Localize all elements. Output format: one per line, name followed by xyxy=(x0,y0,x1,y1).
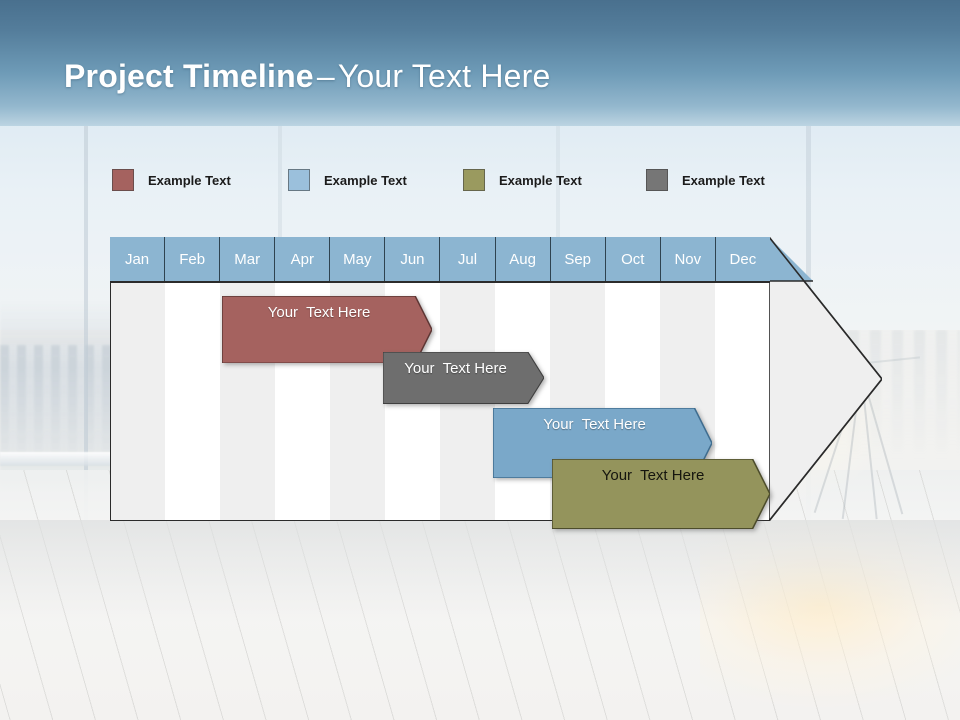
month-header-jul[interactable]: Jul xyxy=(440,237,496,281)
grid-column-mar xyxy=(220,237,275,521)
month-header-mar[interactable]: Mar xyxy=(220,237,276,281)
month-header-jun[interactable]: Jun xyxy=(385,237,441,281)
month-header-underline xyxy=(110,281,770,283)
legend-swatch-icon-1 xyxy=(112,169,134,191)
timeline-bar-3-label: Your Text Here xyxy=(543,415,646,433)
legend-swatch-icon-2 xyxy=(288,169,310,191)
grid-column-jan xyxy=(110,237,165,521)
grid-column-apr xyxy=(275,237,330,521)
timeline-bar-2[interactable]: Your Text Here xyxy=(383,352,544,404)
legend-swatch-icon-4 xyxy=(646,169,668,191)
legend: Example Text Example Text Example Text E… xyxy=(112,168,812,194)
legend-item-4[interactable]: Example Text xyxy=(646,168,765,192)
page-title: Project Timeline–Your Text Here xyxy=(64,58,551,95)
month-header-sep[interactable]: Sep xyxy=(550,237,606,281)
month-header-may[interactable]: May xyxy=(330,237,386,281)
legend-item-1[interactable]: Example Text xyxy=(112,168,231,192)
timeline-bar-4[interactable]: Your Text Here xyxy=(552,459,770,529)
title-bold-part: Project Timeline xyxy=(64,58,314,94)
timeline-bar-4-shape xyxy=(552,459,770,529)
legend-item-3[interactable]: Example Text xyxy=(463,168,582,192)
month-header-nov[interactable]: Nov xyxy=(660,237,716,281)
month-header-dec[interactable]: Dec xyxy=(715,237,770,281)
background-reflection xyxy=(0,520,960,640)
month-header-apr[interactable]: Apr xyxy=(275,237,331,281)
timeline-arrow-head xyxy=(769,237,882,521)
grid-column-may xyxy=(330,237,385,521)
month-header-row: Jan Feb Mar Apr May Jun Jul Aug Sep Oct … xyxy=(110,237,770,281)
month-header-feb[interactable]: Feb xyxy=(165,237,221,281)
month-header-jan[interactable]: Jan xyxy=(110,237,166,281)
timeline-bar-2-label: Your Text Here xyxy=(404,359,507,377)
timeline-bar-4-label: Your Text Here xyxy=(601,466,705,484)
legend-label-3: Example Text xyxy=(499,172,582,188)
title-light-part: Your Text Here xyxy=(337,58,551,94)
grid-column-feb xyxy=(165,237,220,521)
title-banner: Project Timeline–Your Text Here xyxy=(0,0,960,126)
month-header-aug[interactable]: Aug xyxy=(495,237,551,281)
title-dash: – xyxy=(316,58,335,94)
month-header-oct[interactable]: Oct xyxy=(605,237,661,281)
timeline-bar-3[interactable]: Your Text Here xyxy=(493,408,712,479)
legend-swatch-icon-3 xyxy=(463,169,485,191)
timeline-chart: Jan Feb Mar Apr May Jun Jul Aug Sep Oct … xyxy=(110,237,770,529)
legend-label-4: Example Text xyxy=(682,172,765,188)
timeline-bar-1-shape xyxy=(222,296,432,364)
legend-item-2[interactable]: Example Text xyxy=(288,168,407,192)
legend-label-1: Example Text xyxy=(148,172,231,188)
timeline-bar-2-shape xyxy=(383,352,544,404)
timeline-bar-1[interactable]: Your Text Here xyxy=(222,296,432,364)
timeline-bar-1-label: Your Text Here xyxy=(267,303,371,321)
legend-label-2: Example Text xyxy=(324,172,407,188)
